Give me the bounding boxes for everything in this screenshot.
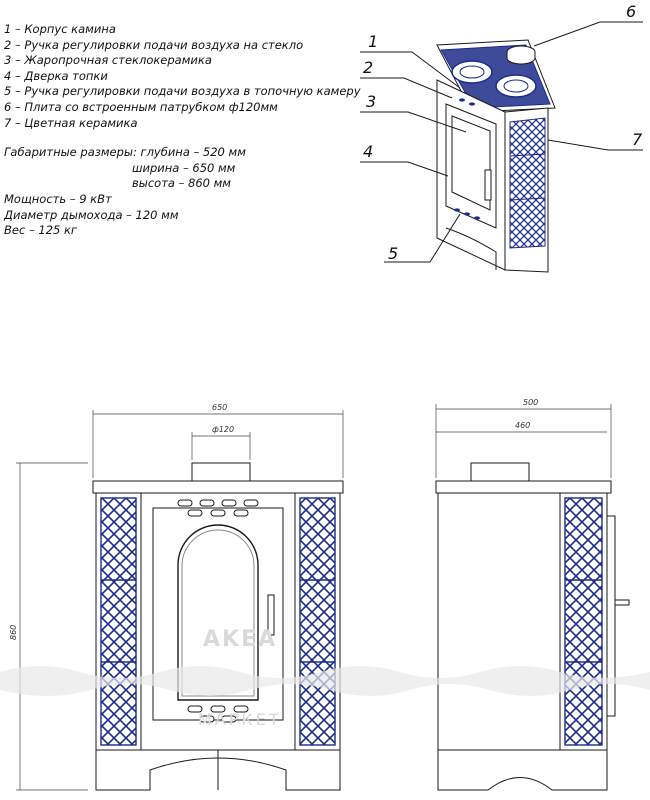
watermark-sub: МАРКЕТ bbox=[198, 710, 282, 729]
side-handle bbox=[614, 599, 630, 606]
legend-item-1: 1 – Корпус камина bbox=[4, 22, 116, 36]
front-flue-dim: ф120 bbox=[212, 425, 234, 434]
legend-item-3: 3 – Жаропрочная стеклокерамика bbox=[4, 53, 212, 68]
front-width-dim: 650 bbox=[212, 403, 227, 412]
side-ceramic bbox=[509, 117, 546, 249]
isometric-view bbox=[436, 39, 556, 273]
callout-2: 2 bbox=[363, 58, 373, 77]
width-spec: ширина – 650 мм bbox=[132, 160, 236, 175]
flue-spec: Диаметр дымохода – 120 мм bbox=[4, 207, 179, 222]
callout-6: 6 bbox=[626, 2, 636, 21]
side-inner-dim: 460 bbox=[515, 421, 530, 430]
side-body bbox=[437, 492, 561, 751]
side-base bbox=[437, 749, 608, 791]
height-spec: высота – 860 мм bbox=[132, 176, 231, 191]
watermark: AKEA МАРКЕТ bbox=[0, 627, 650, 729]
door-handle bbox=[267, 594, 275, 636]
watermark-brand: AKEA bbox=[203, 627, 277, 652]
callout-1: 1 bbox=[368, 32, 378, 51]
burner-right bbox=[495, 74, 537, 98]
legend-item-6: 6 – Плита со встроенным патрубком ф120мм bbox=[4, 99, 278, 114]
side-view bbox=[435, 462, 630, 791]
burner-left bbox=[451, 60, 493, 84]
front-top-plate bbox=[92, 480, 344, 494]
legend-item-7: 7 – Цветная керамика bbox=[4, 115, 138, 130]
side-top-plate bbox=[435, 480, 612, 494]
callout-7: 7 bbox=[632, 130, 643, 149]
front-base bbox=[95, 749, 341, 791]
legend: 1 – Корпус камина 2 – Ручка регулировки … bbox=[4, 22, 364, 239]
depth-spec: глубина – 520 мм bbox=[140, 145, 246, 160]
side-ceramic-column bbox=[564, 497, 603, 746]
side-dimensions bbox=[435, 404, 612, 478]
callout-leaders bbox=[360, 21, 643, 263]
callout-5: 5 bbox=[388, 244, 398, 263]
dimensions-spec: Габаритные размеры: глубина – 520 мм шир… bbox=[4, 145, 364, 192]
iso-glass bbox=[451, 115, 491, 211]
front-height-dim: 860 bbox=[9, 625, 18, 640]
right-ceramic-column bbox=[299, 497, 336, 746]
power-spec: Мощность – 9 кВт bbox=[4, 191, 112, 206]
dims-label: Габаритные размеры: bbox=[4, 145, 137, 160]
front-flue-pipe bbox=[191, 462, 251, 482]
legend-item-5: 5 – Ручка регулировки подачи воздуха в т… bbox=[4, 84, 361, 99]
callout-4: 4 bbox=[363, 142, 373, 161]
legend-item-4: 4 – Дверка топки bbox=[4, 68, 108, 83]
front-glass bbox=[177, 524, 259, 701]
left-ceramic-column bbox=[100, 497, 137, 746]
front-dimensions bbox=[16, 410, 344, 791]
side-depth-dim: 500 bbox=[523, 398, 538, 407]
weight-spec: Вес – 125 кг bbox=[4, 223, 77, 238]
callout-3: 3 bbox=[366, 92, 376, 111]
side-door-profile bbox=[606, 515, 616, 717]
side-flue-pipe bbox=[470, 462, 530, 482]
legend-item-2: 2 – Ручка регулировки подачи воздуха на … bbox=[4, 37, 304, 52]
